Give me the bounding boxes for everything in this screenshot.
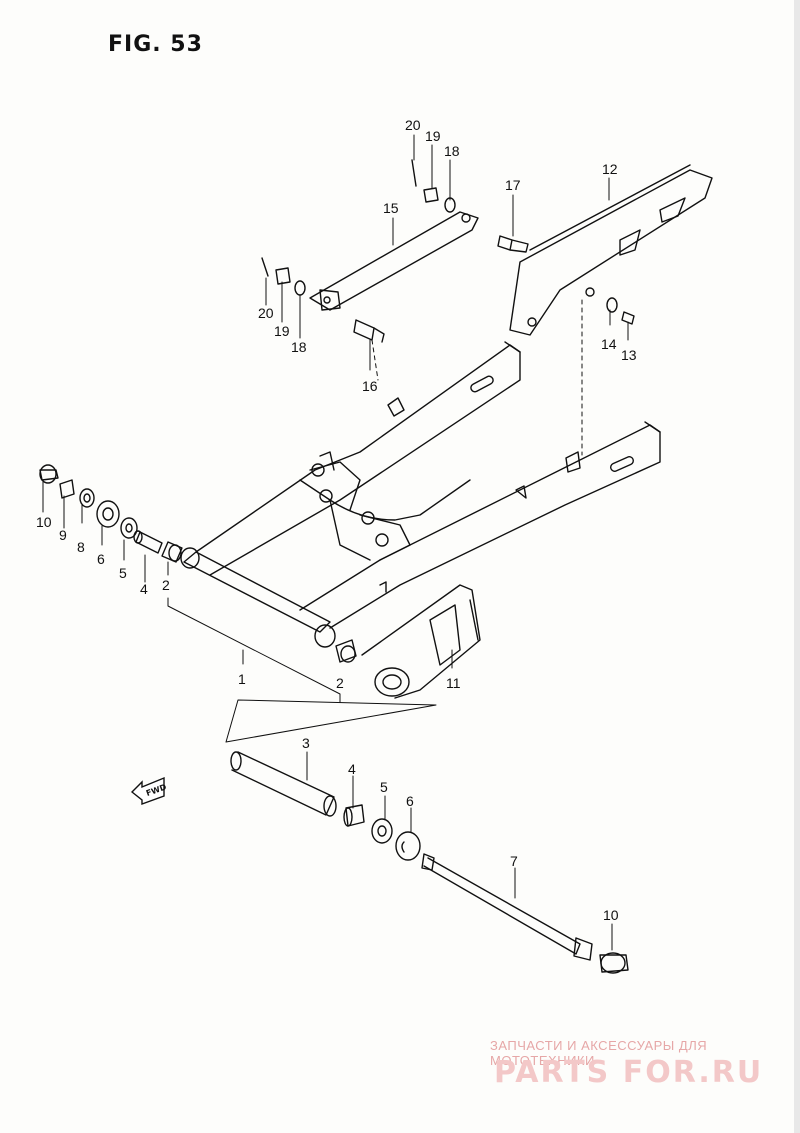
callout-17: 17	[505, 177, 521, 193]
top-hardware	[261, 159, 635, 343]
left-hardware-stack	[39, 464, 163, 554]
page-edge-bar	[794, 0, 800, 1133]
callout-15: 15	[383, 200, 399, 216]
callout-5-left: 5	[119, 565, 127, 581]
callout-16: 16	[362, 378, 378, 394]
chain-guard-part-12	[509, 164, 713, 336]
callout-11: 11	[446, 675, 461, 691]
callout-19-top: 19	[425, 128, 441, 144]
alignment-lines	[371, 299, 583, 456]
callout-4-left: 4	[140, 581, 148, 597]
chain-buffer-part-11	[361, 584, 481, 699]
bushing-part-2	[161, 541, 357, 663]
callout-18-top: 18	[444, 143, 460, 159]
swingarm-part-1	[180, 341, 661, 648]
callout-2-right: 2	[336, 675, 344, 691]
callout-9: 9	[59, 527, 67, 543]
watermark-logo: PARTS FOR.RU	[494, 1055, 764, 1090]
pivot-shaft-parts	[230, 751, 629, 974]
callout-3: 3	[302, 735, 310, 751]
callout-10-bottom: 10	[603, 907, 619, 923]
linkage-rod-part-15	[309, 211, 479, 311]
fwd-direction-marker: FWD	[130, 776, 168, 805]
callout-14: 14	[601, 336, 617, 352]
figure-title: FIG. 53	[108, 32, 203, 57]
leader-lines	[42, 134, 629, 951]
callout-4-bottom: 4	[348, 761, 356, 777]
callout-7: 7	[510, 853, 518, 869]
callout-12: 12	[602, 161, 618, 177]
callout-6-bottom: 6	[406, 793, 414, 809]
watermark-caption: ЗАПЧАСТИ И АКСЕССУАРЫ ДЛЯ МОТОТЕХНИКИ	[490, 1038, 708, 1068]
callout-20-left: 20	[258, 305, 274, 321]
callout-8: 8	[77, 539, 85, 555]
callout-18-left: 18	[291, 339, 307, 355]
callout-19-left: 19	[274, 323, 290, 339]
callout-20-top: 20	[405, 117, 421, 133]
callout-13: 13	[621, 347, 637, 363]
callout-1: 1	[238, 671, 246, 687]
callout-5-bottom: 5	[380, 779, 388, 795]
callout-numbers: 1 2 2 3 4 4 5 5 6 6 7 8 9 10 10 11 12 13…	[36, 117, 637, 923]
callout-10-left: 10	[36, 514, 52, 530]
callout-6-left: 6	[97, 551, 105, 567]
callout-2-left: 2	[162, 577, 170, 593]
